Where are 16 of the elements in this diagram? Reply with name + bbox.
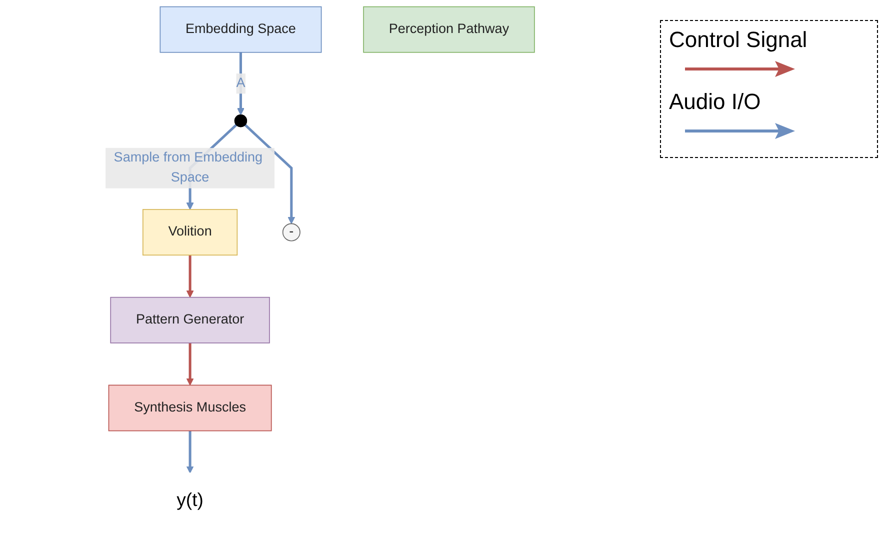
arrow (186, 430, 194, 474)
legend-label: Audio I/O (669, 89, 762, 115)
legend-label: Control Signal (669, 27, 808, 53)
edge-label: Sample from Embedding Space (114, 150, 263, 185)
node-circle: - (282, 223, 300, 242)
node-text: y(t) (176, 489, 204, 510)
node-box: Synthesis Muscles (108, 384, 272, 432)
arrow (244, 124, 296, 224)
edge-label: A (236, 76, 246, 90)
arrow (186, 255, 194, 298)
node-box: Perception Pathway (363, 6, 535, 53)
arrow (186, 342, 194, 386)
node-box: Volition (142, 209, 238, 256)
arrow (237, 52, 244, 116)
node-box: Pattern Generator (110, 296, 270, 344)
node-box: Embedding Space (160, 6, 322, 53)
